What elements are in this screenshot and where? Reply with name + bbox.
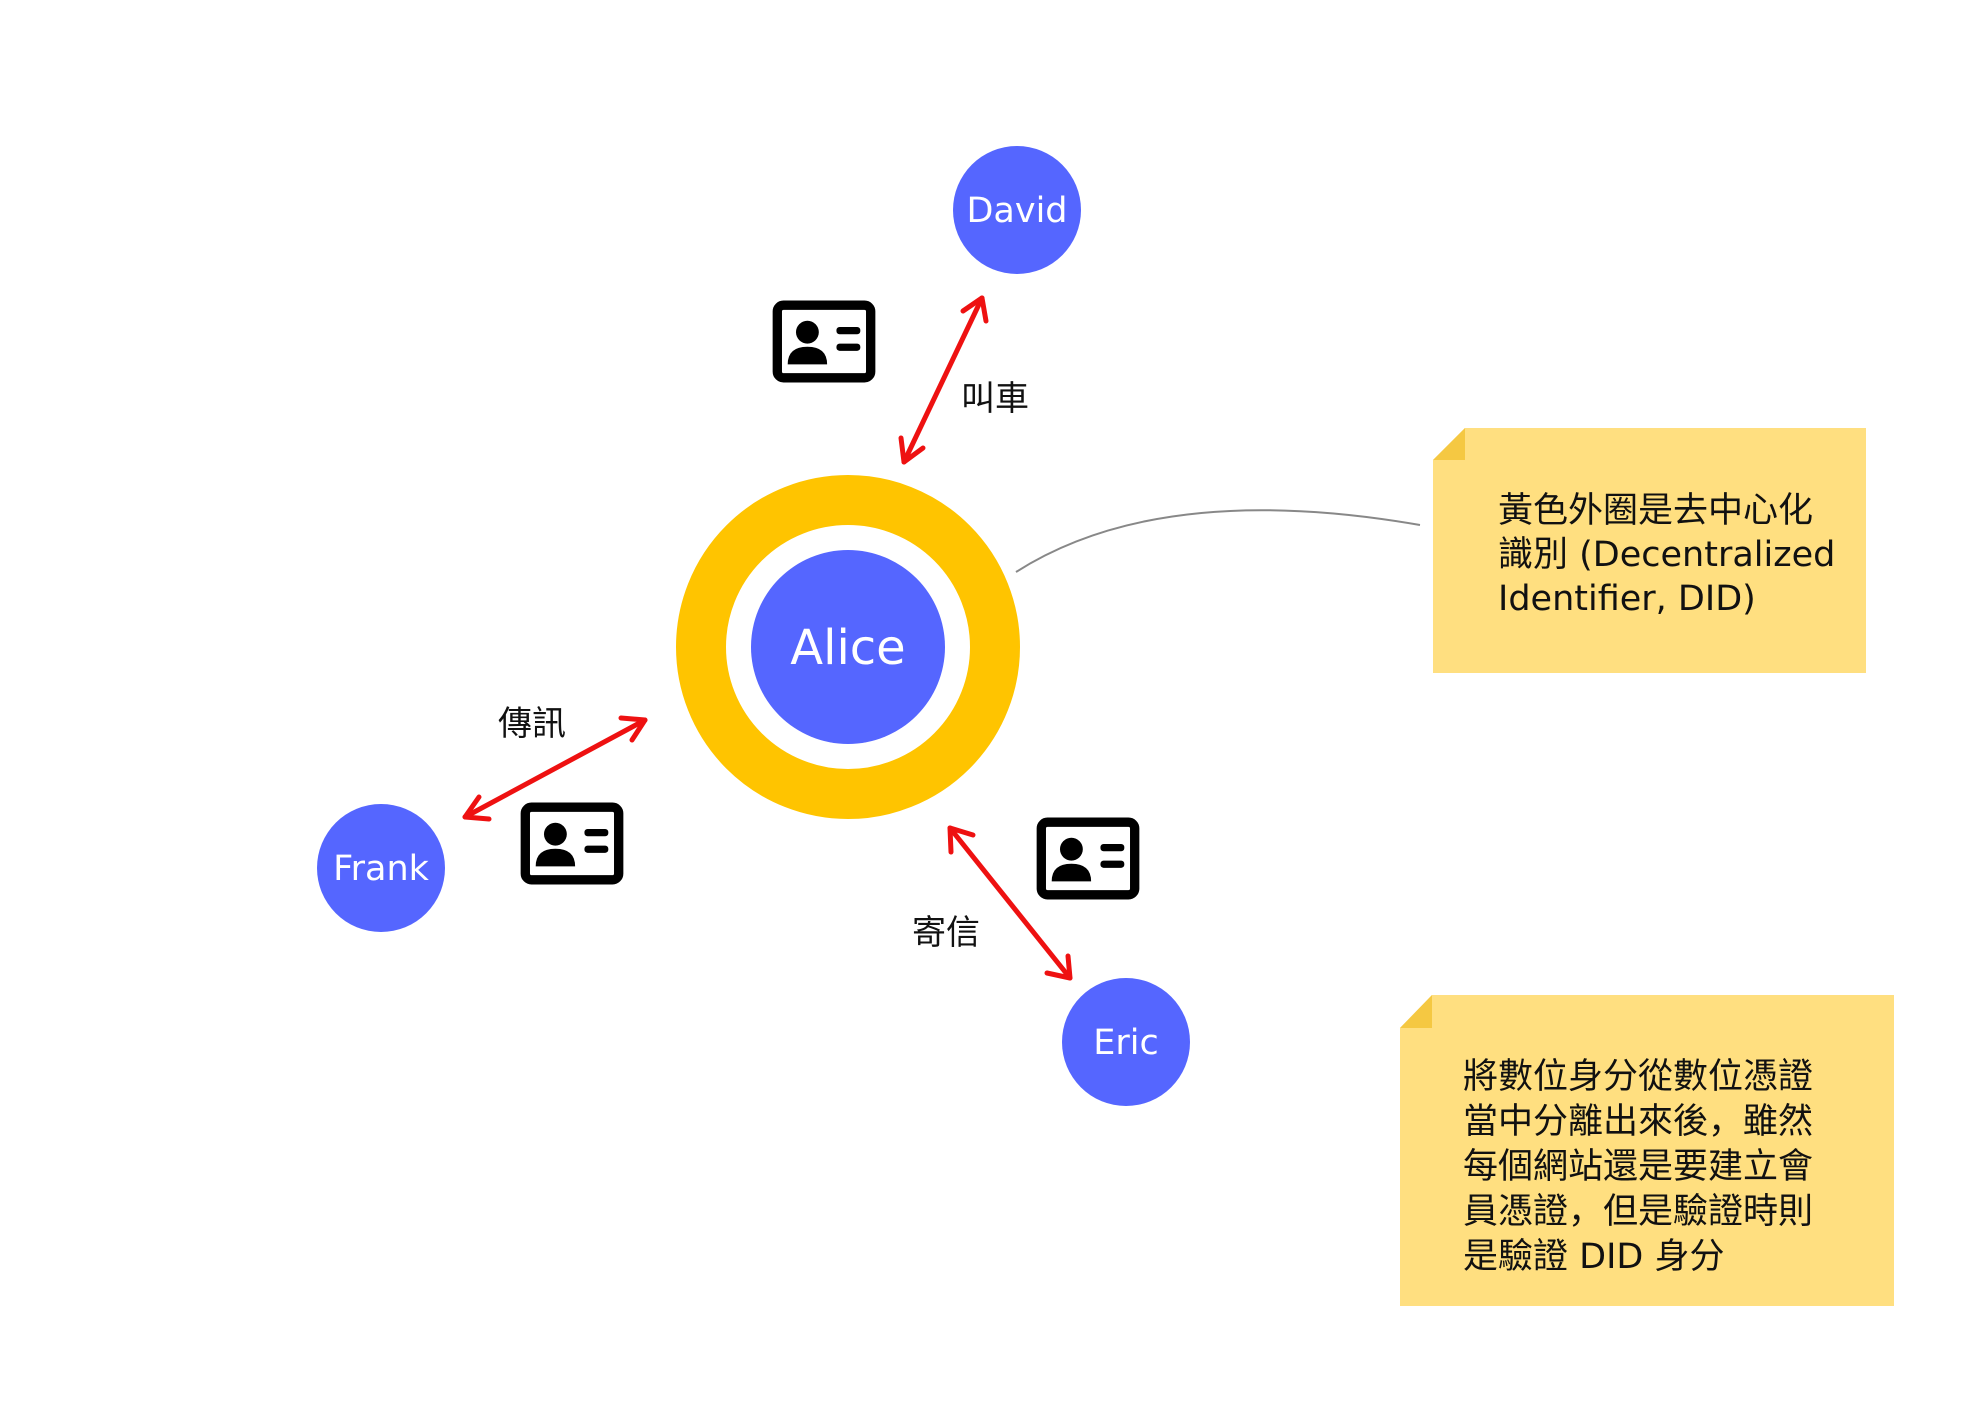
edge-label-eric: 寄信 [912, 913, 980, 953]
david-label: David [966, 191, 1067, 231]
arrow-alice-david [898, 295, 989, 465]
arrow-alice-frank [462, 715, 648, 822]
id-card-icon [525, 807, 618, 880]
note-line: 是驗證 DID 身分 [1463, 1237, 1724, 1277]
id-card-icon [777, 305, 870, 378]
note-fold [1400, 995, 1432, 1028]
note-line: 員憑證，但是驗證時則 [1463, 1192, 1813, 1232]
note-body [1400, 995, 1894, 1306]
did-sticky-note: 黃色外圈是去中心化 識別 (Decentralized Identifier, … [1433, 428, 1866, 673]
id-card-icon [1041, 822, 1134, 895]
david-node [953, 146, 1081, 274]
note-line: 每個網站還是要建立會 [1463, 1147, 1813, 1187]
frank-node [317, 804, 445, 932]
alice-did-group: Alice [676, 475, 1020, 819]
frank-label: Frank [333, 849, 430, 889]
summary-sticky-note: 將數位身分從數位憑證 當中分離出來後，雖然 每個網站還是要建立會 員憑證，但是驗… [1400, 995, 1894, 1306]
note-line: 黃色外圈是去中心化 [1498, 491, 1813, 531]
alice-label: Alice [790, 620, 905, 676]
did-ring [676, 475, 1020, 819]
alice-node [751, 550, 945, 744]
david-group: David [953, 146, 1081, 274]
note-fold [1433, 428, 1465, 460]
note-line: 當中分離出來後，雖然 [1463, 1102, 1813, 1142]
edge-label-david: 叫車 [961, 379, 1029, 419]
eric-node [1062, 978, 1190, 1106]
note-line: 識別 (Decentralized [1498, 535, 1835, 575]
did-note-connector [1015, 509, 1421, 573]
frank-group: Frank [317, 804, 445, 932]
edge-label-frank: 傳訊 [498, 704, 566, 744]
eric-group: Eric [1062, 978, 1190, 1106]
eric-label: Eric [1093, 1023, 1158, 1063]
note-body [1433, 428, 1866, 673]
arrow-alice-eric [947, 825, 1073, 981]
note-line: 將數位身分從數位憑證 [1463, 1057, 1813, 1097]
note-line: Identifier, DID) [1498, 579, 1756, 619]
